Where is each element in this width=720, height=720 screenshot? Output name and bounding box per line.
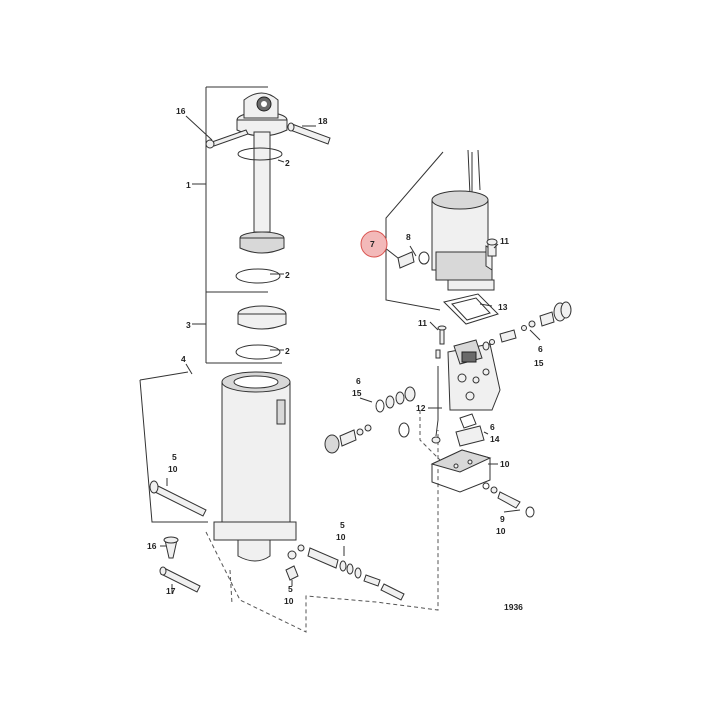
callout-4: 4 — [181, 354, 186, 364]
callout-12: 12 — [416, 403, 426, 413]
callout-14: 14 — [490, 434, 500, 444]
callout-10: 10 — [496, 526, 506, 536]
lower-fasteners — [159, 536, 201, 593]
callout-18: 18 — [318, 116, 328, 126]
pump-body — [419, 325, 501, 461]
callout-15: 15 — [352, 388, 362, 398]
callout-11: 11 — [500, 236, 509, 246]
callout-6: 6 — [356, 376, 361, 386]
callout-10: 10 — [500, 459, 510, 469]
motor-assembly — [385, 149, 499, 325]
right-valve-chain-upper — [482, 301, 572, 351]
left-valve-chain — [324, 386, 416, 454]
callout-13: 13 — [498, 302, 508, 312]
callout-1: 1 — [186, 180, 191, 190]
callout-10: 10 — [336, 532, 346, 542]
bottom-valve-parts — [285, 544, 405, 601]
callout-2: 2 — [285, 270, 290, 280]
callout-7: 7 — [370, 239, 375, 249]
cylinder-body — [139, 371, 297, 562]
callout-10: 10 — [168, 464, 178, 474]
callout-16: 16 — [176, 106, 186, 116]
callout-8: 8 — [406, 232, 411, 242]
callout-labels: 16 18 2 1 2 3 2 4 5 10 16 17 5 10 5 10 7… — [147, 106, 544, 606]
callout-6: 6 — [538, 344, 543, 354]
callout-11: 11 — [418, 318, 427, 328]
manifold-parts — [430, 413, 535, 518]
callout-9: 9 — [500, 514, 505, 524]
leader-lines — [160, 115, 541, 594]
callout-17: 17 — [166, 586, 176, 596]
figure-number: 1936 — [504, 602, 523, 612]
callout-15: 15 — [534, 358, 544, 368]
callout-5: 5 — [340, 520, 345, 530]
callout-6: 6 — [490, 422, 495, 432]
trim-ram-assembly — [205, 86, 331, 364]
callout-2: 2 — [285, 158, 290, 168]
callout-2: 2 — [285, 346, 290, 356]
callout-10: 10 — [284, 596, 294, 606]
callout-5: 5 — [172, 452, 177, 462]
highlight-circle[interactable] — [360, 230, 388, 258]
callout-16: 16 — [147, 541, 157, 551]
callout-5: 5 — [288, 584, 293, 594]
callout-3: 3 — [186, 320, 191, 330]
